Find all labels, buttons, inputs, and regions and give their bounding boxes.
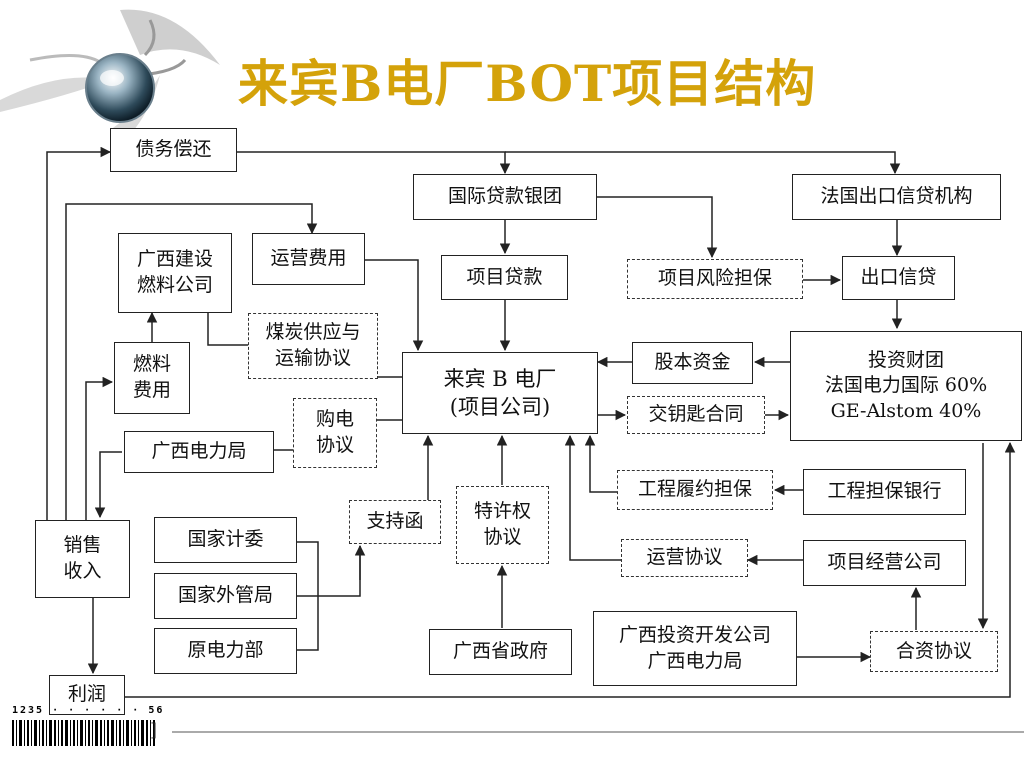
- node-gx-investment-and-power: 广西投资开发公司 广西电力局: [593, 611, 797, 686]
- profit-to-investor-line: [125, 441, 1016, 698]
- node-guarantee-bank: 工程担保银行: [803, 469, 966, 515]
- node-coal-supply-agreement: 煤炭供应与 运输协议: [248, 313, 378, 379]
- node-operating-company: 项目经营公司: [803, 540, 966, 586]
- node-power-purchase-agreement: 购电 协议: [293, 398, 377, 468]
- node-gx-power-bureau: 广西电力局: [124, 431, 274, 473]
- node-turnkey-contract: 交钥匙合同: [627, 396, 765, 434]
- node-fuel-cost: 燃料 费用: [114, 342, 190, 414]
- bureau-to-revenue-line: [94, 451, 122, 519]
- node-export-credit: 出口信贷: [842, 256, 955, 300]
- node-equity-capital: 股本资金: [632, 342, 753, 384]
- slide-title: 来宾B电厂BOT项目结构: [238, 54, 817, 113]
- node-operation-agreement: 运营协议: [621, 539, 748, 577]
- node-profit: 利润: [49, 675, 125, 715]
- node-french-export-credit-agency: 法国出口信贷机构: [792, 174, 1001, 220]
- node-gx-government: 广西省政府: [429, 629, 572, 675]
- node-state-planning-commission: 国家计委: [154, 517, 297, 563]
- node-sales-revenue: 销售 收入: [35, 520, 130, 598]
- opagreement-to-plant-line: [564, 434, 621, 561]
- node-laibin-plant: 来宾 B 电厂 (项目公司): [402, 352, 598, 434]
- node-intl-loan-bank: 国际贷款银团: [413, 174, 597, 220]
- bank-to-risk-line: [597, 196, 718, 259]
- node-gx-construction-fuel: 广西建设 燃料公司: [118, 233, 232, 313]
- node-support-letter: 支持函: [349, 500, 441, 544]
- node-former-power-ministry: 原电力部: [154, 628, 297, 674]
- revenue-to-opcost-line: [65, 203, 318, 520]
- decorative-logo: [0, 9, 220, 140]
- footer-barcode-strip: [12, 720, 1024, 746]
- node-performance-guarantee: 工程履约担保: [617, 470, 773, 510]
- performance-to-plant-line: [584, 434, 617, 493]
- footer-bracket: ]: [150, 720, 158, 741]
- barcode-digits: 1235 · · · · · · 56: [12, 705, 165, 716]
- node-investor-consortium: 投资财团 法国电力国际 60% GE-Alstom 40%: [790, 331, 1022, 441]
- node-concession-agreement: 特许权 协议: [456, 486, 549, 564]
- revenue-to-debt-line: [46, 146, 112, 520]
- opcost-to-plant-line: [365, 259, 424, 352]
- node-project-loan: 项目贷款: [441, 255, 568, 300]
- node-debt-repay: 债务偿还: [110, 128, 237, 172]
- node-project-risk-guarantee: 项目风险担保: [627, 259, 803, 299]
- node-state-forex-admin: 国家外管局: [154, 573, 297, 619]
- debt-to-bank-line: [237, 151, 511, 175]
- ministries-bracket-line: [297, 541, 361, 651]
- debt-to-french-agency-line: [505, 151, 901, 175]
- node-jv-agreement: 合资协议: [870, 631, 998, 672]
- node-operating-cost: 运营费用: [252, 233, 365, 285]
- gxfuel-to-coal-line: [207, 313, 248, 346]
- revenue-to-fuel-line: [85, 376, 114, 520]
